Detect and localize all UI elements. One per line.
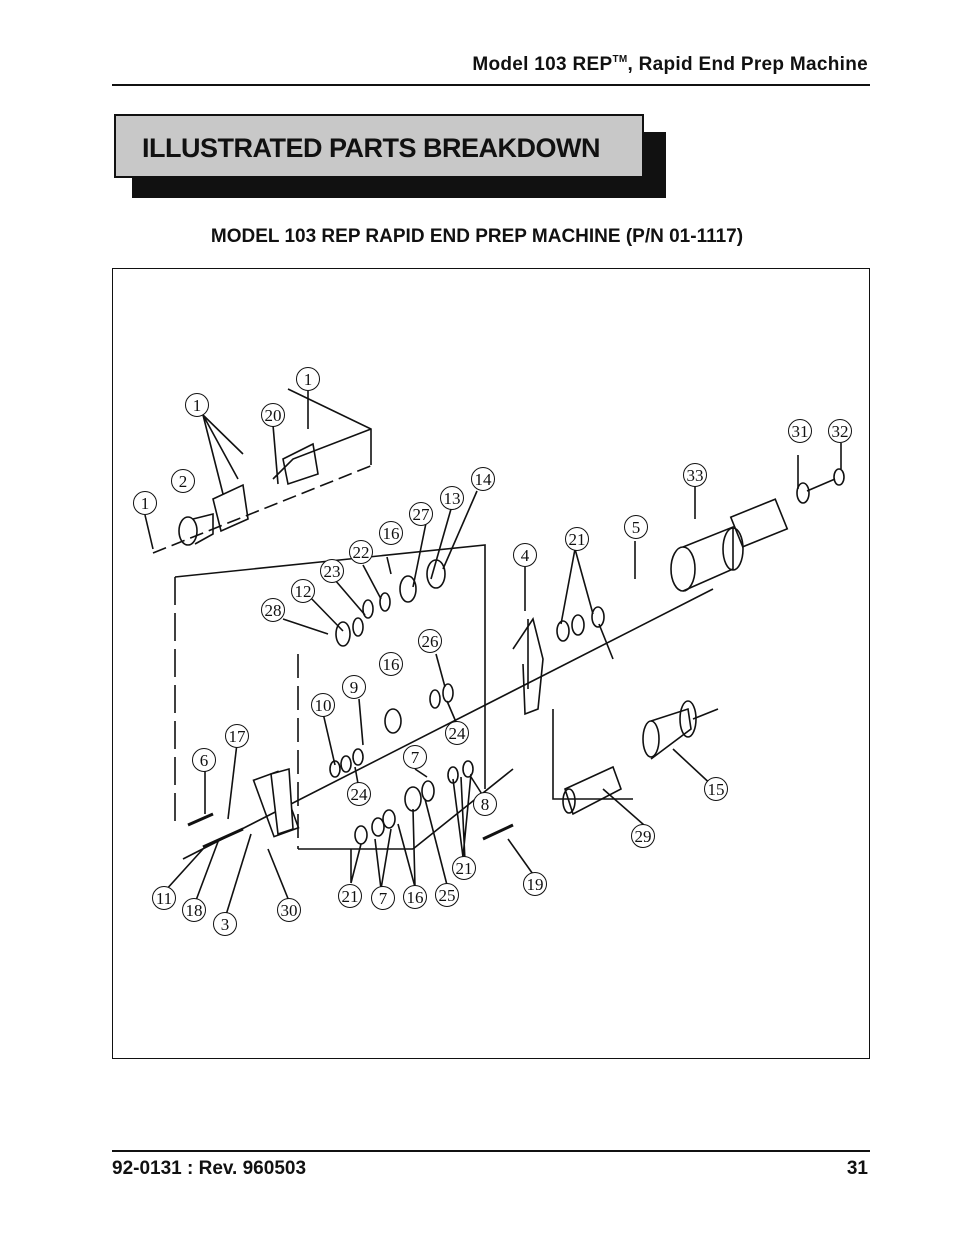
callout-1: 1 [185, 393, 209, 417]
callout-label: 1 [141, 494, 150, 513]
callout-7: 7 [371, 886, 395, 910]
callout-label: 11 [156, 889, 172, 908]
callout-22: 22 [349, 540, 373, 564]
callout-16: 16 [403, 885, 427, 909]
callout-15: 15 [704, 777, 728, 801]
callout-7: 7 [403, 745, 427, 769]
callout-label: 2 [179, 472, 188, 491]
callout-label: 25 [439, 886, 456, 905]
callout-32: 32 [828, 419, 852, 443]
callout-label: 13 [444, 489, 461, 508]
callout-29: 29 [631, 824, 655, 848]
callout-label: 15 [708, 780, 725, 799]
callout-9: 9 [342, 675, 366, 699]
section-banner: ILLUSTRATED PARTS BREAKDOWN [114, 114, 644, 178]
callout-label: 18 [186, 901, 203, 920]
callout-16: 16 [379, 521, 403, 545]
callout-2: 2 [171, 469, 195, 493]
callout-33: 33 [683, 463, 707, 487]
callout-label: 10 [315, 696, 332, 715]
callout-24: 24 [347, 782, 371, 806]
trademark-mark: TM [612, 54, 628, 65]
callout-label: 7 [379, 889, 388, 908]
callout-label: 5 [632, 518, 641, 537]
callout-label: 24 [351, 785, 369, 804]
callout-label: 21 [342, 887, 359, 906]
header-rule [112, 84, 870, 86]
callout-label: 16 [383, 655, 400, 674]
callout-16: 16 [379, 652, 403, 676]
callout-label: 20 [265, 406, 282, 425]
callout-6: 6 [192, 748, 216, 772]
callout-5: 5 [624, 515, 648, 539]
header-model-suffix: , Rapid End Prep Machine [627, 54, 868, 75]
callout-label: 1 [193, 396, 202, 415]
callout-10: 10 [311, 693, 335, 717]
header-model-prefix: Model 103 REP [472, 54, 613, 75]
callout-23: 23 [320, 559, 344, 583]
callout-11: 11 [152, 886, 176, 910]
callout-label: 23 [324, 562, 341, 581]
callout-label: 1 [304, 370, 313, 389]
figure-title: MODEL 103 REP RAPID END PREP MACHINE (P/… [210, 226, 744, 247]
callout-label: 24 [449, 724, 467, 743]
callout-label: 21 [569, 530, 586, 549]
document-number: 92-0131 : Rev. 960503 [112, 1158, 307, 1179]
callout-label: 4 [521, 546, 530, 565]
callout-label: 12 [295, 582, 312, 601]
callout-label: 16 [383, 524, 400, 543]
callout-label: 9 [350, 678, 359, 697]
callout-label: 30 [281, 901, 298, 920]
callout-21: 21 [565, 527, 589, 551]
callout-13: 13 [440, 486, 464, 510]
callout-label: 14 [475, 470, 493, 489]
callout-label: 33 [687, 466, 704, 485]
callout-19: 19 [523, 872, 547, 896]
callout-4: 4 [513, 543, 537, 567]
callout-label: 21 [456, 859, 473, 878]
callout-31: 31 [788, 419, 812, 443]
callout-1: 1 [296, 367, 320, 391]
callout-label: 28 [265, 601, 282, 620]
callout-3: 3 [213, 912, 237, 936]
callout-label: 32 [832, 422, 849, 441]
callout-label: 27 [413, 505, 431, 524]
callout-label: 22 [353, 543, 370, 562]
exploded-view-drawing: 1201123132331413271622231228215416269102… [133, 367, 852, 936]
callout-21: 21 [338, 884, 362, 908]
callout-label: 19 [527, 875, 544, 894]
callout-12: 12 [291, 579, 315, 603]
callout-label: 29 [635, 827, 652, 846]
callout-1: 1 [133, 491, 157, 515]
callout-14: 14 [471, 467, 495, 491]
callout-25: 25 [435, 883, 459, 907]
callout-20: 20 [261, 403, 285, 427]
callout-30: 30 [277, 898, 301, 922]
callout-label: 26 [422, 632, 439, 651]
callout-label: 16 [407, 888, 424, 907]
callout-label: 8 [481, 795, 490, 814]
callout-label: 7 [411, 748, 420, 767]
callout-18: 18 [182, 898, 206, 922]
callout-label: 17 [229, 727, 247, 746]
callout-21: 21 [452, 856, 476, 880]
page-number: 31 [846, 1158, 868, 1179]
callout-label: 6 [200, 751, 209, 770]
callout-24: 24 [445, 721, 469, 745]
callout-8: 8 [473, 792, 497, 816]
callout-28: 28 [261, 598, 285, 622]
callout-label: 3 [221, 915, 230, 934]
callout-26: 26 [418, 629, 442, 653]
callout-17: 17 [225, 724, 249, 748]
page-header: Model 103 REPTM, Rapid End Prep Machine [472, 54, 868, 76]
section-title: ILLUSTRATED PARTS BREAKDOWN [142, 133, 600, 163]
callout-27: 27 [409, 502, 433, 526]
callout-label: 31 [792, 422, 809, 441]
footer-rule [112, 1150, 870, 1152]
